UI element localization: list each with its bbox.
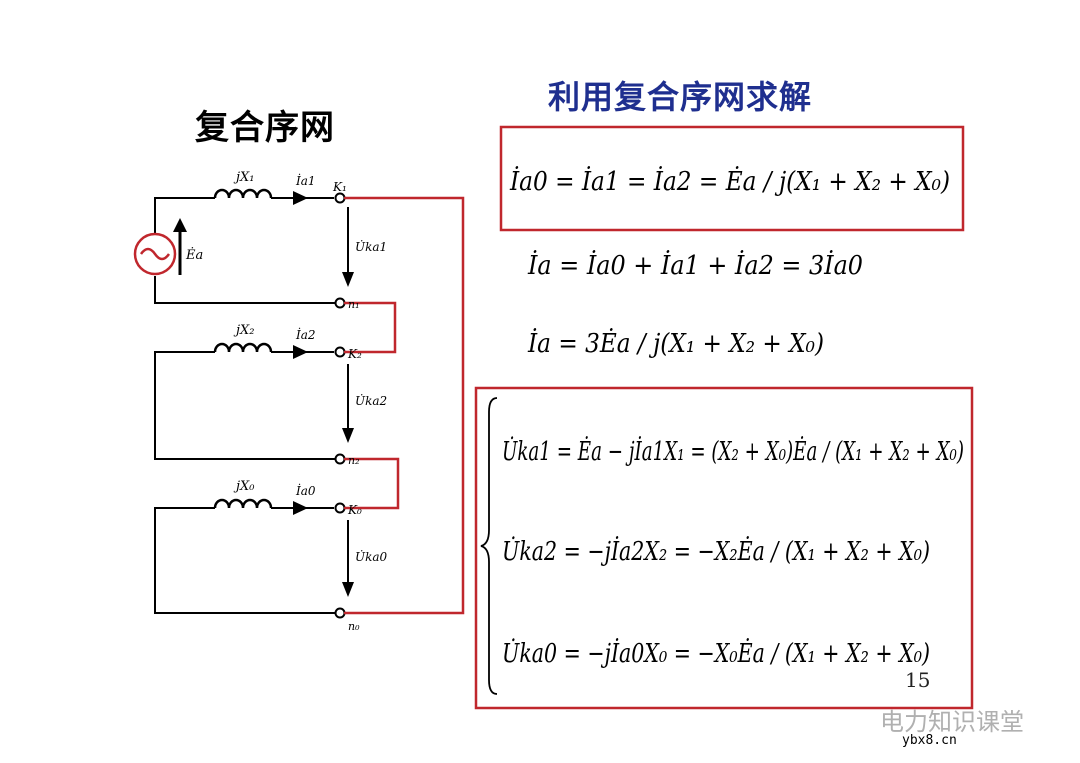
node-n2: n₂ <box>348 454 360 467</box>
inductor-x0-icon <box>213 498 273 509</box>
reactance-label-1: jX₁ <box>233 170 255 185</box>
negative-sequence-branch <box>154 342 354 465</box>
positive-sequence-branch <box>133 188 354 309</box>
node-k0: K₀ <box>347 503 362 517</box>
node-n1: n₁ <box>348 298 360 311</box>
equation-box-bottom <box>474 386 974 710</box>
network-title: 复合序网 <box>195 108 335 148</box>
node-k1: K₁ <box>332 180 347 194</box>
equation-1: İa0 = İa1 = İa2 = Ėa / j(X₁ + X₂ + X₀) <box>509 166 950 197</box>
equation-6: U̇ka0 = −jİa0X₀ = −X₀Ėa / (X₁ + X₂ + X₀) <box>502 638 930 669</box>
current-label-0: İa0 <box>295 483 316 498</box>
current-label-2: İa2 <box>295 327 316 342</box>
node-n0: n₀ <box>348 620 360 633</box>
voltage-label-1: U̇ka1 <box>355 239 387 254</box>
watermark-text: 电力知识课堂 <box>880 708 1024 736</box>
inductor-x2-icon <box>213 342 273 353</box>
series-connection-wires <box>344 196 465 615</box>
equation-box-top <box>499 125 965 232</box>
voltage-label-2: U̇ka2 <box>355 393 387 408</box>
equation-2: İa = İa0 + İa1 + İa2 = 3İa0 <box>527 250 863 281</box>
current-label-1: İa1 <box>295 173 316 188</box>
node-k2: K₂ <box>347 347 362 361</box>
equation-5: U̇ka2 = −jİa2X₂ = −X₂Ėa / (X₁ + X₂ + X₀) <box>502 536 930 567</box>
voltage-label-0: U̇ka0 <box>355 549 388 564</box>
brace-icon <box>480 397 498 695</box>
zero-sequence-branch <box>154 498 354 619</box>
solution-title: 利用复合序网求解 <box>548 78 813 116</box>
inductor-x1-icon <box>213 188 273 199</box>
equation-4: U̇ka1 = Ėa − jİa1X₁ = (X₂ + X₀)Ėa / (X₁ … <box>502 436 964 467</box>
site-label: ybx8.cn <box>902 733 957 748</box>
reactance-label-2: jX₂ <box>233 323 255 338</box>
page-number: 15 <box>905 668 931 692</box>
equation-3: İa = 3Ėa / j(X₁ + X₂ + X₀) <box>527 328 824 359</box>
source-label: Ėa <box>185 246 203 263</box>
reactance-label-0: jX₀ <box>233 479 255 494</box>
voltage-source-icon <box>133 232 177 276</box>
